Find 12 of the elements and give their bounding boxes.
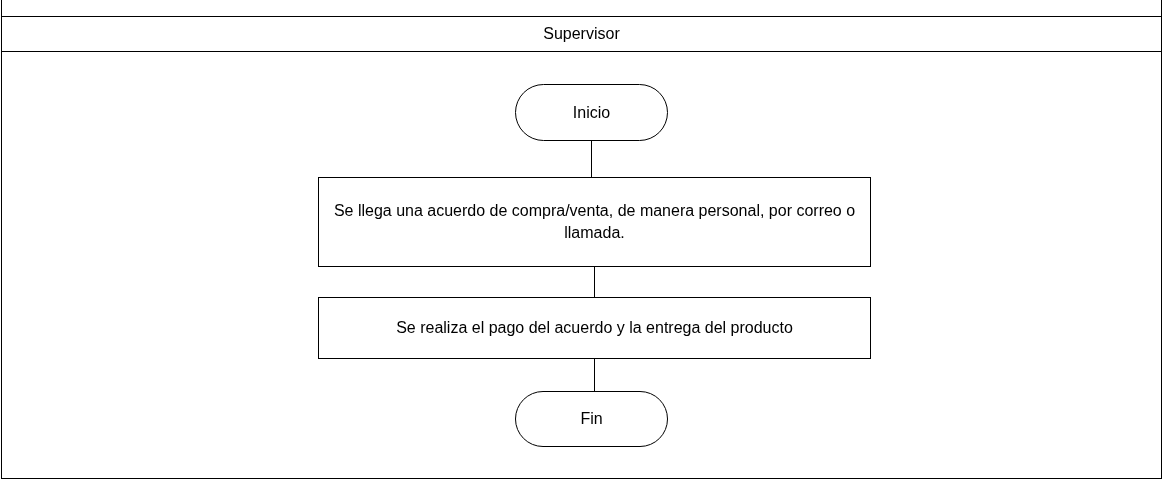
terminal-pill xyxy=(515,84,668,141)
connector-line xyxy=(594,358,595,392)
connector-line xyxy=(591,140,592,178)
node-text: Se llega una acuerdo de compra/venta, de manera personal, por correo o llamada. xyxy=(332,201,857,243)
terminal-pill xyxy=(515,391,668,447)
process-box xyxy=(318,177,871,267)
node-text: Fin xyxy=(580,409,603,430)
node-text: Inicio xyxy=(572,102,611,123)
node-text: Se realiza el pago del acuerdo y la entrega del producto xyxy=(396,318,793,339)
lane-title: Supervisor xyxy=(543,25,620,43)
connector-line xyxy=(594,266,595,298)
process-box xyxy=(318,297,871,359)
